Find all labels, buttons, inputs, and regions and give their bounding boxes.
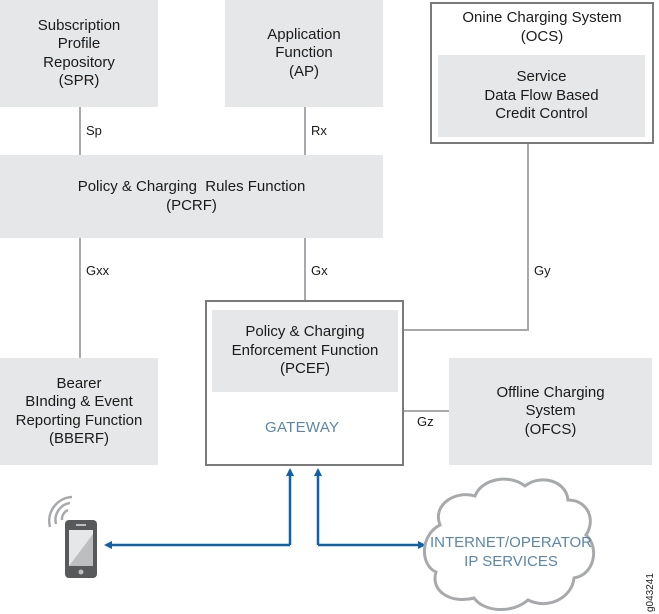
ocs-title: Onine Charging System (OCS) [462, 9, 622, 45]
figure-id: g043241 [645, 573, 656, 612]
gateway-label: GATEWAY [265, 419, 340, 436]
gz-interface-label: Gz [417, 414, 434, 429]
pcef-label: Policy & Charging Enforcement Function (… [231, 323, 379, 378]
internet-services-label: INTERNET/OPERATOR IP SERVICES [430, 534, 592, 570]
ofcs-label: Offline Charging System (OFCS) [496, 383, 605, 438]
wireless-signal-icon [48, 495, 73, 528]
sp-interface-label: Sp [86, 123, 102, 138]
ofcs-node: Offline Charging System (OFCS) [449, 358, 652, 465]
spr-label: Subscription Profile Repository (SPR) [37, 16, 121, 90]
gateway-node: Policy & Charging Enforcement Function (… [205, 300, 404, 466]
spr-node: Subscription Profile Repository (SPR) [0, 0, 158, 107]
credit-control-node: Service Data Flow Based Credit Control [438, 55, 645, 137]
pcrf-node: Policy & Charging Rules Function (PCRF) [0, 155, 383, 238]
rx-interface-label: Rx [311, 123, 327, 138]
pcef-node: Policy & Charging Enforcement Function (… [212, 310, 398, 392]
bberf-label: Bearer BInding & Event Reporting Functio… [15, 374, 143, 448]
gxx-interface-label: Gxx [86, 263, 110, 278]
application-function-node: Application Function (AP) [225, 0, 383, 107]
cloud-shape [423, 477, 596, 612]
credit-control-label: Service Data Flow Based Credit Control [484, 68, 599, 123]
mobile-phone-icon [65, 520, 97, 578]
gy-interface-label: Gy [534, 263, 551, 278]
gy-connector [397, 135, 529, 331]
bberf-node: Bearer BInding & Event Reporting Functio… [0, 358, 158, 465]
pcrf-label: Policy & Charging Rules Function (PCRF) [77, 178, 306, 214]
application-function-label: Application Function (AP) [267, 25, 341, 80]
gx-interface-label: Gx [311, 263, 328, 278]
ocs-node: Onine Charging System (OCS) Service Data… [430, 2, 654, 144]
